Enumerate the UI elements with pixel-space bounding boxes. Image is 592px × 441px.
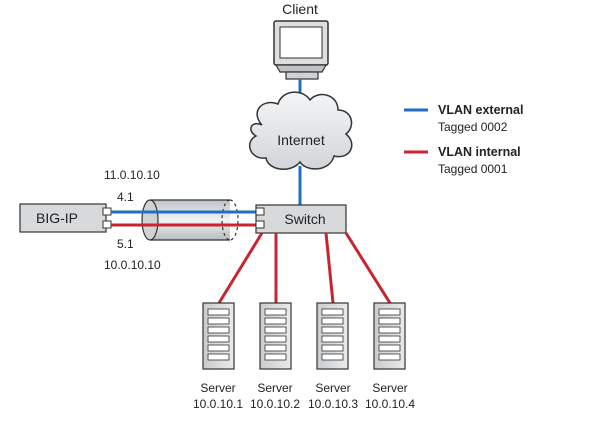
- server-2-ip: 10.0.10.2: [250, 397, 300, 411]
- legend-external-subtitle: Tagged 0002: [438, 120, 508, 134]
- server-2-label: Server: [257, 381, 292, 395]
- legend: VLAN external Tagged 0002 VLAN internal …: [404, 103, 523, 176]
- server-link-1: [217, 232, 264, 304]
- client-computer-icon: [273, 20, 329, 80]
- server-3-ip: 10.0.10.3: [308, 397, 358, 411]
- server-4-ip: 10.0.10.4: [365, 397, 415, 411]
- switch-device: [255, 204, 347, 234]
- legend-internal-subtitle: Tagged 0001: [438, 162, 508, 176]
- bigip-external-port: 4.1: [117, 190, 134, 204]
- bigip-label: BIG-IP: [36, 210, 78, 226]
- internet-label: Internet: [277, 132, 325, 148]
- bigip-internal-port: 5.1: [117, 237, 134, 251]
- server-icon: [259, 302, 292, 370]
- server-icon: [202, 302, 235, 370]
- internet-cloud-icon: [248, 91, 353, 170]
- bigip-port-external: [102, 207, 112, 216]
- server-link-4: [344, 232, 392, 304]
- legend-external-title: VLAN external: [438, 103, 523, 117]
- bigip-device: [19, 203, 107, 233]
- switch-port-external: [255, 207, 265, 216]
- server-link-3: [324, 232, 335, 304]
- client-label: Client: [282, 1, 318, 17]
- trunk-tube: [141, 199, 239, 241]
- server-4-label: Server: [372, 381, 407, 395]
- server-1-ip: 10.0.10.1: [193, 397, 243, 411]
- bigip-external-ip: 11.0.10.10: [104, 168, 160, 182]
- server-icon: [316, 302, 349, 370]
- bigip-internal-ip: 10.0.10.10: [104, 258, 161, 272]
- bigip-port-internal: [102, 220, 112, 229]
- switch-port-internal: [255, 220, 265, 229]
- server-1-label: Server: [200, 381, 235, 395]
- server-3-label: Server: [315, 381, 350, 395]
- server-icon: [373, 302, 406, 370]
- switch-label: Switch: [284, 211, 325, 227]
- legend-internal-title: VLAN internal: [438, 145, 521, 159]
